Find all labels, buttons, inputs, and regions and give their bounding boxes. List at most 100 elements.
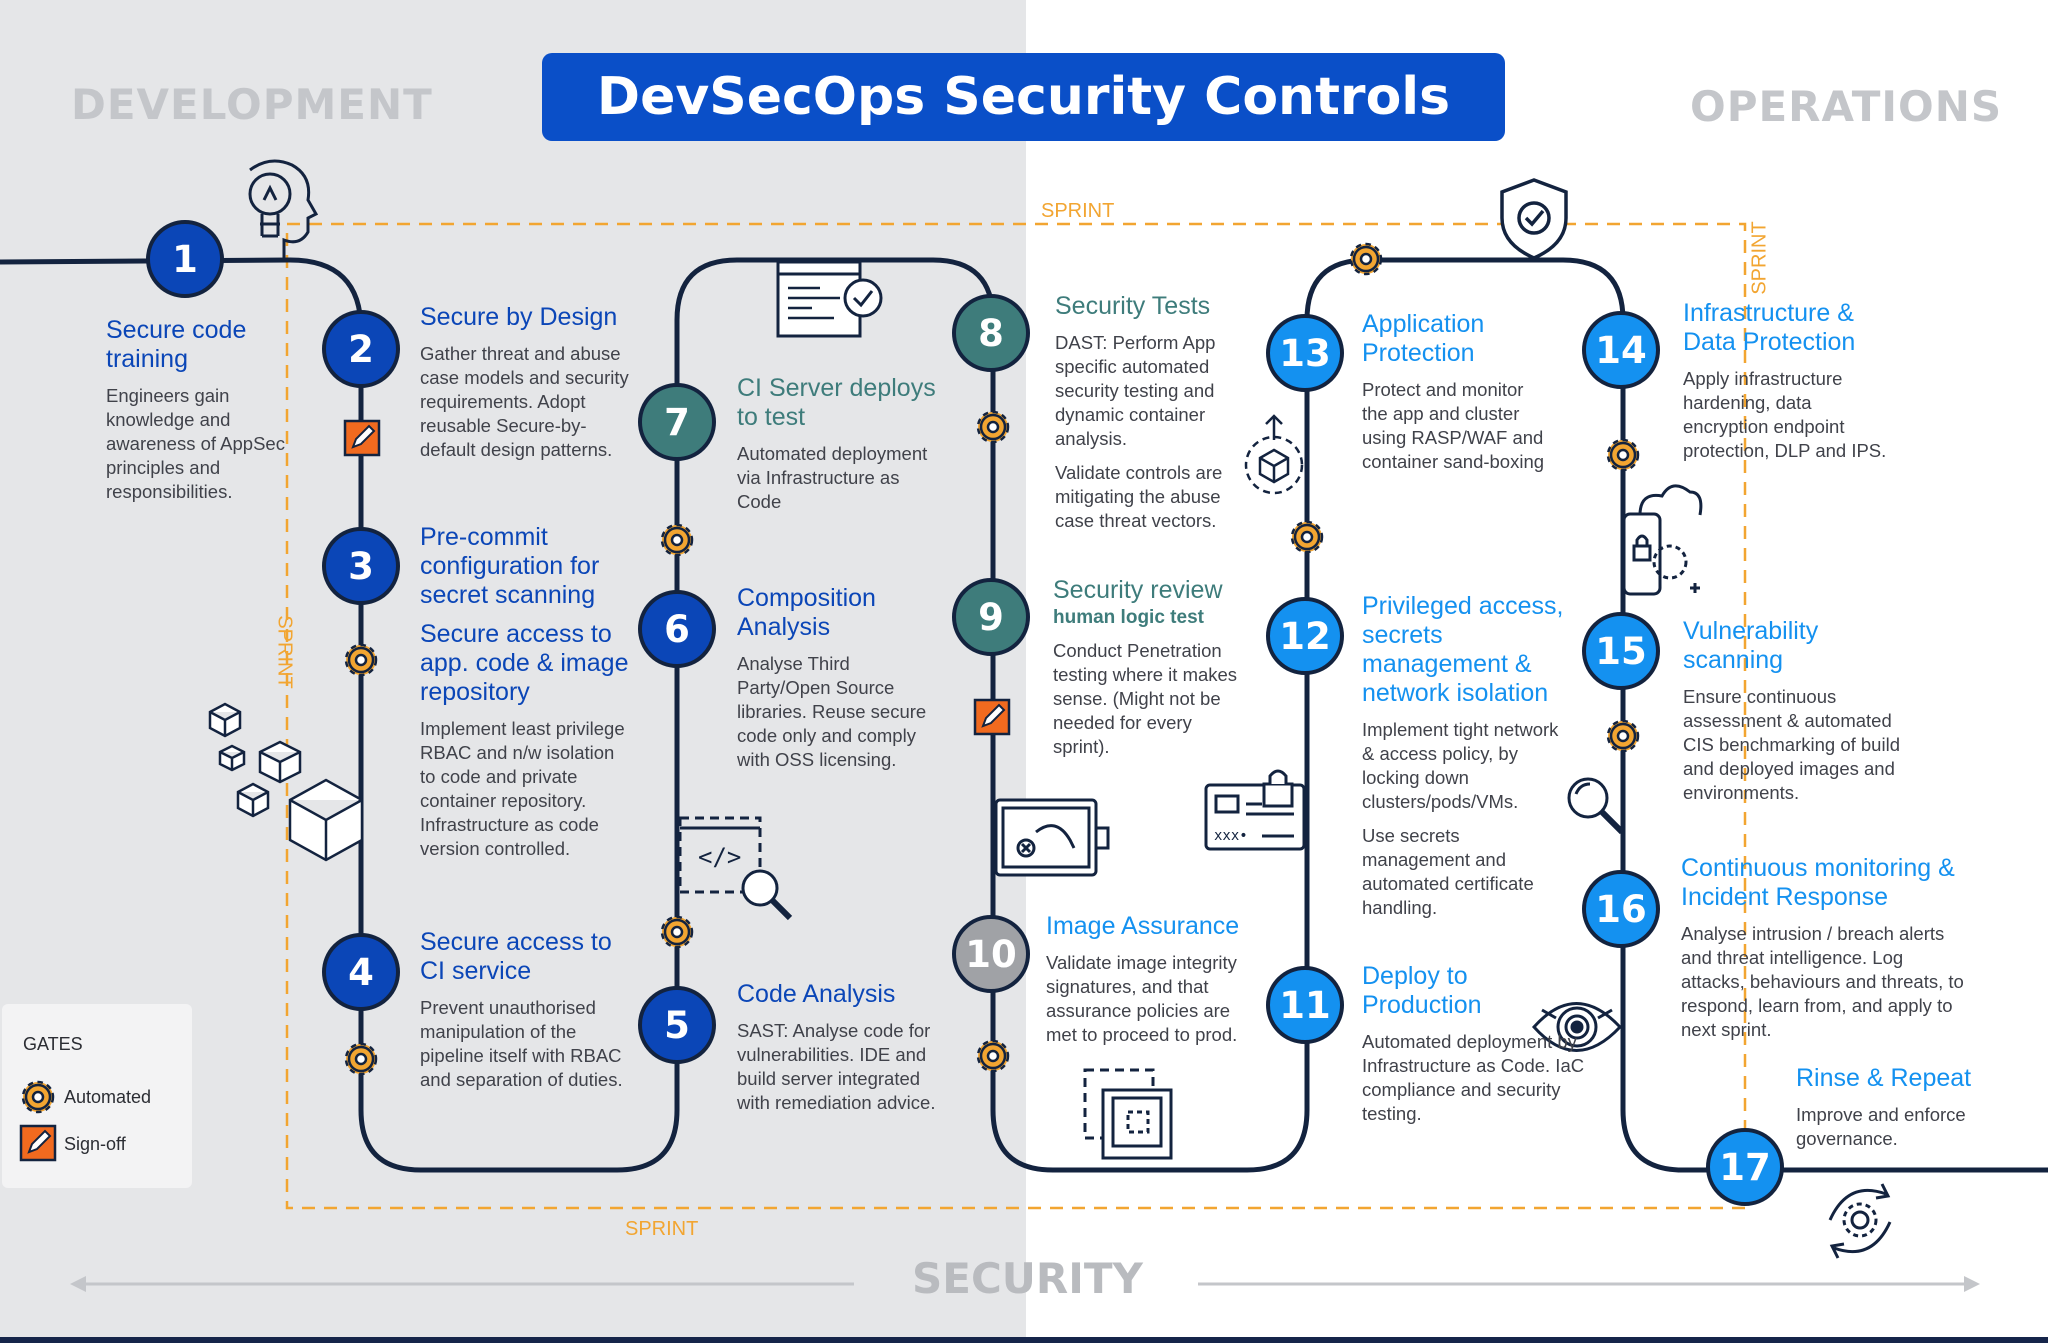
step-5: Code Analysis SAST: Analyse code for vul…: [737, 980, 937, 1115]
step-title: Secure by Design: [420, 303, 618, 331]
step-subtitle: human logic test: [1053, 607, 1204, 628]
step-title: Infrastructure & Data Protection: [1683, 299, 1856, 356]
step-body: Protect and monitor the app and cluster …: [1362, 379, 1545, 472]
operations-zone-label: OPERATIONS: [1690, 82, 2003, 131]
legend-title: GATES: [23, 1034, 83, 1054]
step-badge: 2: [322, 310, 400, 388]
step-body: Improve and enforce governance.: [1796, 1104, 1966, 1149]
step-16: Continuous monitoring & Incident Respons…: [1681, 854, 1971, 1042]
id-card-lock-icon: xxx•: [1204, 769, 1306, 851]
step-title-secondary: Secure access to app. code & image repos…: [420, 620, 629, 706]
step-7: CI Server deploys to test Automated depl…: [737, 374, 937, 514]
step-1: Secure code training Engineers gain know…: [106, 316, 286, 504]
step-body: DAST: Perform App specific automated sec…: [1055, 332, 1216, 449]
gates-legend: GATES Automated Sign-off: [2, 1004, 192, 1188]
gear-icon: [1606, 438, 1640, 472]
gear-icon: [344, 1042, 378, 1076]
step-14: Infrastructure & Data Protection Apply i…: [1683, 299, 1893, 463]
signoff-icon: [343, 419, 381, 457]
gear-icon: [1349, 242, 1383, 276]
sprint-label-bottom: SPRINT: [625, 1218, 699, 1240]
step-title: Code Analysis: [737, 980, 896, 1008]
eye-icon: [1531, 1002, 1623, 1052]
lightbulb-head-icon: [248, 159, 319, 258]
step-body: Automated deployment by Infrastructure a…: [1362, 1031, 1585, 1124]
step-badge: 10: [952, 915, 1030, 993]
step-body: Prevent unauthorised manipulation of the…: [420, 997, 623, 1090]
gear-icon: [1290, 520, 1324, 554]
code-window-icon: [776, 260, 883, 338]
step-10: Image Assurance Validate image integrity…: [1046, 912, 1256, 1047]
step-17: Rinse & Repeat Improve and enforce gover…: [1796, 1064, 2016, 1151]
step-body: Analyse Third Party/Open Source librarie…: [737, 653, 927, 770]
security-arrow-right: [1198, 1276, 1980, 1292]
step-title: Security Tests: [1055, 292, 1211, 320]
step-title: Image Assurance: [1046, 912, 1240, 940]
step-title: Pre-commit configuration for secret scan…: [420, 523, 600, 609]
step-badge: 8: [952, 294, 1030, 372]
step-badge: 4: [322, 933, 400, 1011]
step-title: Deploy to Production: [1362, 962, 1482, 1019]
step-title: Secure code training: [106, 316, 247, 373]
step-badge: 3: [322, 527, 400, 605]
step-4: Secure access to CI service Prevent unau…: [420, 928, 630, 1092]
development-zone-label: DEVELOPMENT: [71, 80, 433, 129]
step-badge: 1: [146, 220, 224, 298]
step-body: Engineers gain knowledge and awareness o…: [106, 385, 285, 502]
step-badge: 15: [1582, 612, 1660, 690]
step-badge: 6: [638, 590, 716, 668]
step-badge: 12: [1266, 597, 1344, 675]
step-8: Security Tests DAST: Perform App specifi…: [1055, 292, 1245, 533]
step-6: Composition Analysis Analyse Third Party…: [737, 584, 937, 772]
step-badge: 13: [1266, 314, 1344, 392]
gear-icon: [976, 410, 1010, 444]
nested-squares-icon: [1083, 1068, 1173, 1160]
vault-icon: [994, 798, 1110, 877]
sprint-label-left: SPRINT: [273, 615, 296, 689]
step-badge: 16: [1582, 870, 1660, 948]
step-9: Security review human logic test Conduct…: [1053, 576, 1243, 759]
step-badge: 7: [638, 383, 716, 461]
step-13: Application Protection Protect and monit…: [1362, 310, 1552, 474]
step-body: Gather threat and abuse case models and …: [420, 343, 629, 460]
step-body: Conduct Penetration testing where it mak…: [1053, 640, 1238, 757]
step-title: Secure access to CI service: [420, 928, 612, 985]
security-label: SECURITY: [912, 1254, 1143, 1303]
gear-icon: [344, 643, 378, 677]
step-body: Apply infrastructure hardening, data enc…: [1683, 368, 1887, 461]
step-body: Implement tight network & access policy,…: [1362, 719, 1559, 812]
step-title: Composition Analysis: [737, 584, 876, 641]
legend-signoff: Sign-off: [64, 1134, 126, 1154]
security-arrow-left: [70, 1276, 854, 1292]
signoff-icon: [19, 1124, 57, 1162]
page-title: DevSecOps Security Controls: [542, 53, 1505, 141]
legend-automated: Automated: [64, 1087, 152, 1107]
sprint-label-right: SPRINT: [1748, 221, 1771, 295]
step-body: Use secrets management and automated cer…: [1362, 825, 1534, 918]
step-title: Continuous monitoring & Incident Respons…: [1681, 854, 1955, 911]
gear-icon: [21, 1080, 55, 1114]
cube-deploy-icon: [1244, 414, 1304, 495]
step-badge: 17: [1706, 1128, 1784, 1206]
gear-icon: [976, 1039, 1010, 1073]
gear-icon: [1606, 719, 1640, 753]
step-2: Secure by Design Gather threat and abuse…: [420, 303, 630, 462]
step-body: Validate controls are mitigating the abu…: [1055, 462, 1223, 531]
step-title: Privileged access, secrets management & …: [1362, 592, 1564, 707]
step-11: Deploy to Production Automated deploymen…: [1362, 962, 1592, 1126]
step-body: SAST: Analyse code for vulnerabilities. …: [737, 1020, 936, 1113]
sprint-label-top: SPRINT: [1041, 200, 1115, 222]
step-body: Implement least privilege RBAC and n/w i…: [420, 718, 625, 859]
step-title: Security review: [1053, 576, 1223, 604]
signoff-icon: [973, 698, 1011, 736]
code-search-icon: </>: [678, 816, 793, 921]
step-title: Vulnerability scanning: [1683, 617, 1819, 674]
cubes-icon: [208, 702, 364, 862]
step-body: Automated deployment via Infrastructure …: [737, 443, 928, 512]
step-title: CI Server deploys to test: [737, 374, 936, 431]
step-15: Vulnerability scanning Ensure continuous…: [1683, 617, 1913, 805]
bottom-strip: [0, 1337, 2048, 1343]
step-12: Privileged access, secrets management & …: [1362, 592, 1572, 920]
step-title: Rinse & Repeat: [1796, 1064, 1972, 1092]
step-body: Ensure continuous assessment & automated…: [1683, 686, 1900, 803]
